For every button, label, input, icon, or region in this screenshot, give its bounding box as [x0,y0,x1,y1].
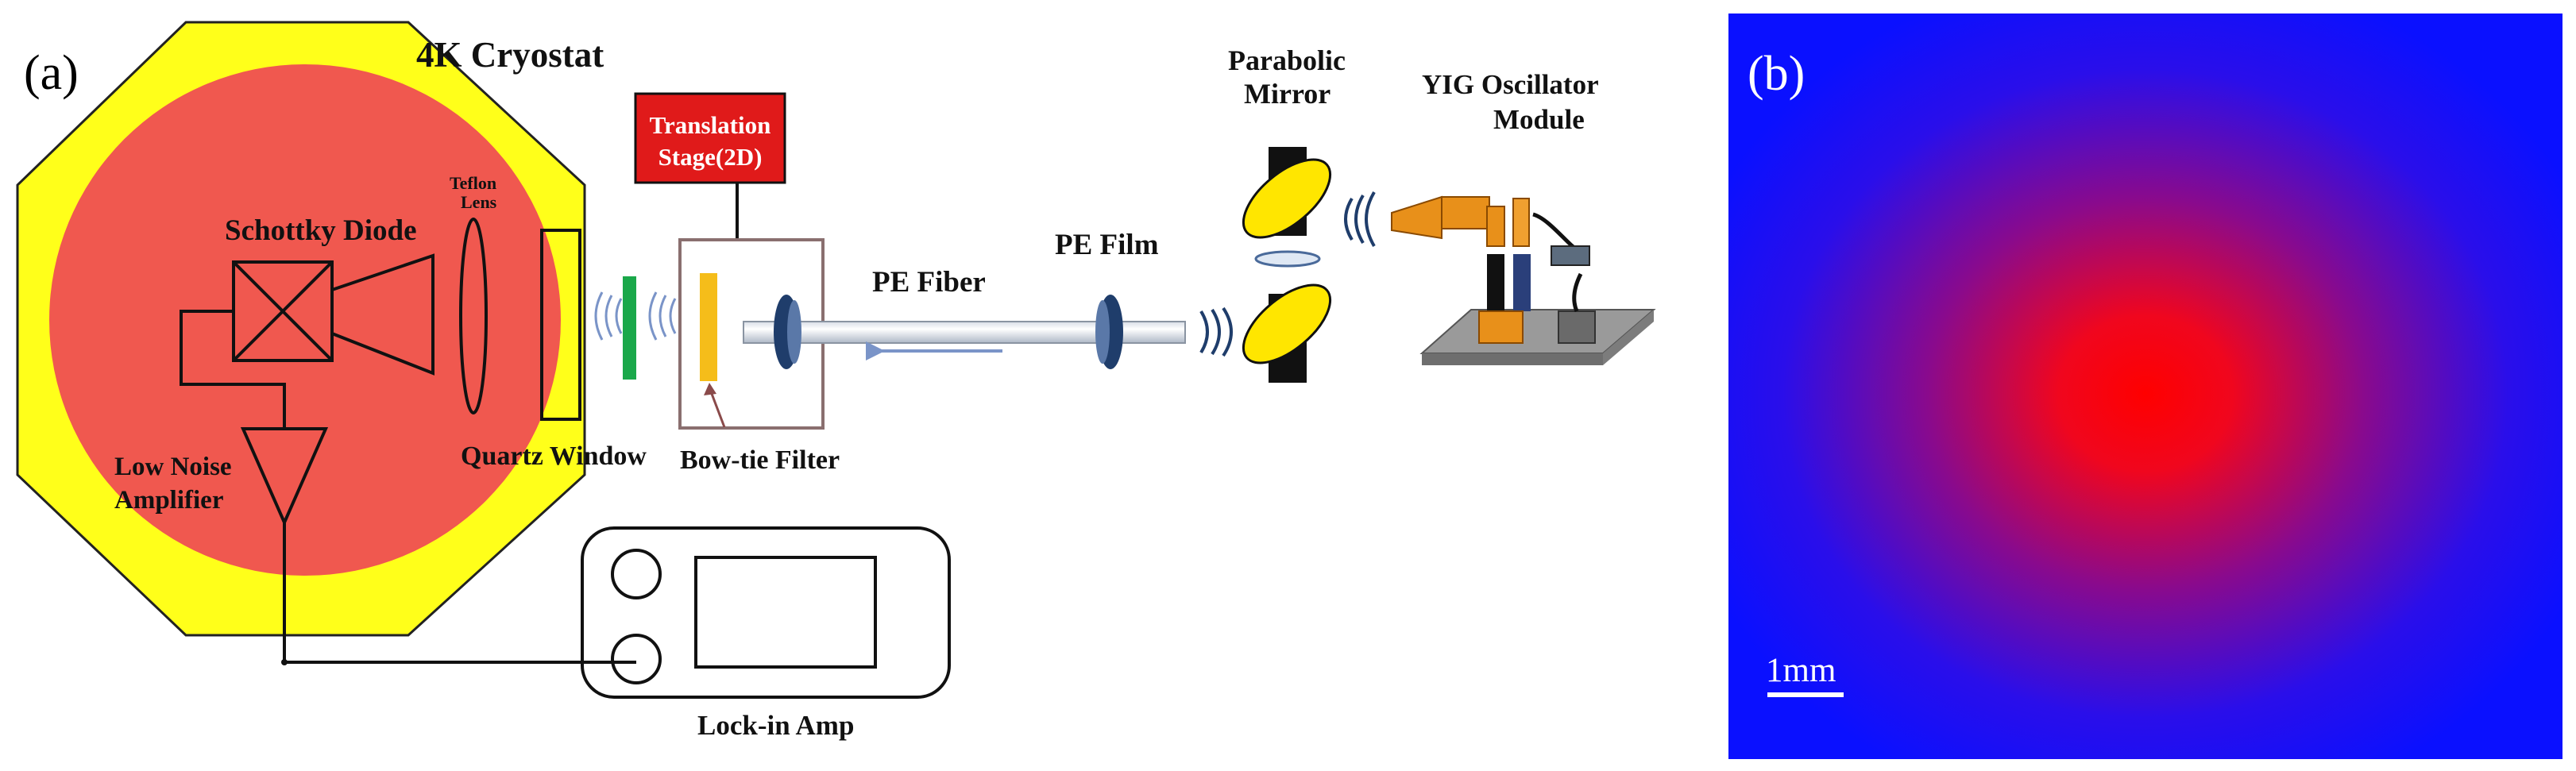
lockin-knob-bottom [611,634,662,684]
parabolic-mirror-bottom [1242,283,1332,383]
bowtie-pointer-head [704,383,716,395]
low-noise-amplifier [240,427,329,526]
lens-left-fiber-face [787,300,801,364]
translation-label-1: Translation [650,111,771,139]
bowtie-filter [700,273,717,381]
panel-b: (b) 1mm [1728,13,2562,759]
lna-label-1: Low Noise [114,453,232,481]
parabolic-label-2: Mirror [1244,78,1330,110]
wave-arcs-fiber [1199,306,1233,357]
cryostat-inner [49,64,561,576]
pe-film-element [1254,250,1321,268]
bowtie-label: Bow-tie Filter [680,445,840,475]
cryostat-label: 4K Cryostat [416,35,604,75]
teflon-label-2: Lens [461,192,497,212]
wave-arcs-window [594,291,623,341]
quartz-window [540,229,581,421]
translation-label-2: Stage(2D) [658,143,763,171]
panel-a: (a) 4K Cryostat Schottky Diode Teflon Le… [16,21,1656,741]
diode-cross-2 [232,260,334,362]
lockin-display [694,556,877,669]
quartz-label: Quartz Window [461,441,647,471]
wave-arcs-filter [648,291,677,341]
pe-fiber-label: PE Fiber [872,266,986,299]
horn-antenna [330,253,434,376]
panel-a-label: (a) [24,46,79,100]
lna-label-2: Amplifier [114,486,223,515]
green-filter [623,276,636,380]
panel-b-label: (b) [1748,47,1805,101]
teflon-lens [459,218,488,414]
diode-to-amp-wire [180,310,286,429]
yig-label-1: YIG Oscillator [1422,69,1599,100]
parabolic-mirror-top [1242,147,1332,239]
lockin-label: Lock-in Amp [697,710,854,741]
beam-map [1728,13,2562,759]
pe-film-label: PE Film [1055,229,1159,261]
lockin-amp [581,526,951,699]
teflon-label-1: Teflon [450,173,496,193]
translation-stage-box [634,92,786,184]
lockin-knob-top [611,549,662,599]
yig-oscillator-module [1391,195,1656,365]
yig-label-2: Module [1493,104,1585,135]
parabolic-label-1: Parabolic [1228,44,1346,76]
scale-bar [1767,692,1844,697]
schottky-label: Schottky Diode [225,214,417,247]
wire-junction [281,659,288,665]
lens-right-fiber-face [1095,300,1110,364]
scale-bar-label: 1mm [1766,652,1836,689]
wave-arcs-yig [1344,191,1376,248]
